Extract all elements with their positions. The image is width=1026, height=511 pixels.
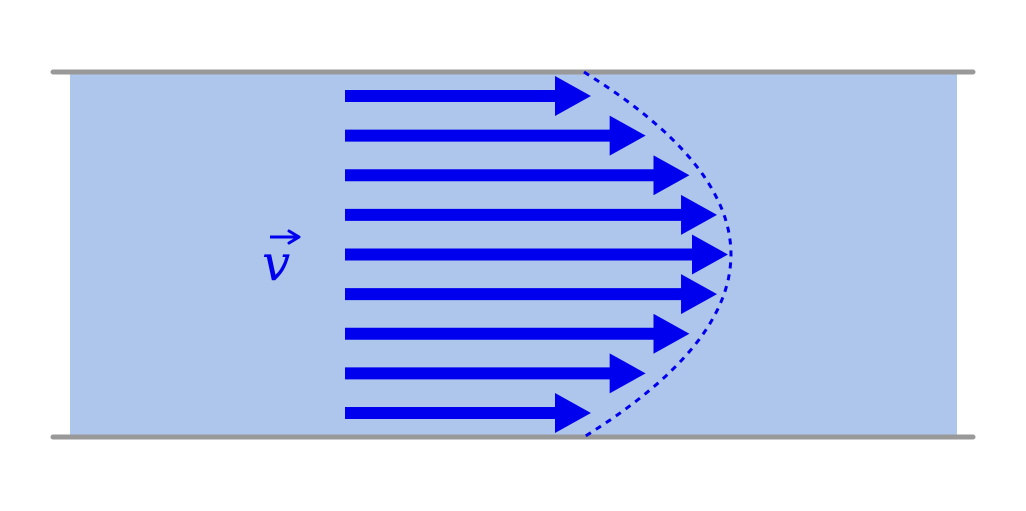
vector-arrow-tip bbox=[287, 229, 301, 245]
velocity-symbol: v bbox=[262, 234, 290, 292]
velocity-arrows bbox=[345, 76, 728, 433]
velocity-vector-label: v bbox=[262, 229, 301, 292]
velocity-profile-curve bbox=[583, 70, 733, 439]
